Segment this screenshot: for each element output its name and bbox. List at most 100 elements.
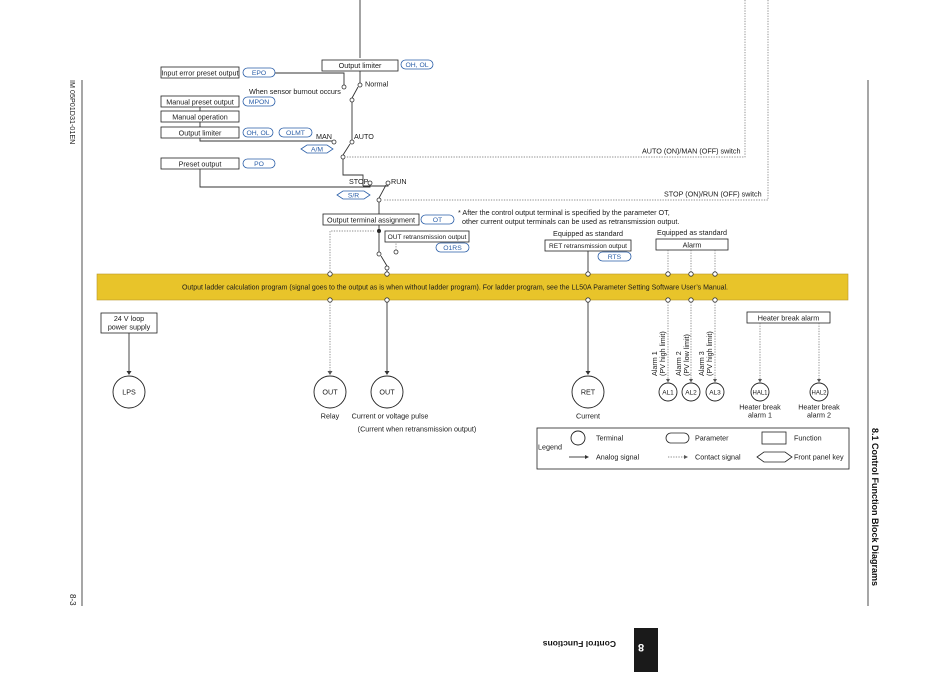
page-number: 8-3	[68, 594, 77, 606]
terminal-lps-label: LPS	[122, 388, 136, 397]
legend-function-label: Function	[794, 434, 822, 443]
terminal-al2	[681, 382, 701, 402]
output-limiter-top-label: Output limiter	[339, 61, 382, 70]
port-al1-in	[665, 271, 671, 277]
heater-break-alarm1-label-1: Heater break	[739, 403, 781, 412]
auto-man-switch-blade	[342, 143, 351, 156]
ladder-banner	[96, 273, 849, 301]
legend-parameter-symbol	[665, 432, 690, 444]
output-limiter-left-label: Output limiter	[179, 128, 222, 137]
stop-run-control-line	[384, 0, 769, 201]
document-id: IM 05P01D31-01EN	[68, 80, 77, 144]
terminal-out-current-label: OUT	[379, 388, 395, 397]
terminal-al3-label: AL3	[709, 390, 721, 397]
param-po	[242, 158, 276, 169]
loop-power-label-2: power supply	[108, 323, 151, 332]
burnout-node	[341, 84, 347, 90]
port-al2-in	[688, 271, 694, 277]
relay-signal-line	[329, 230, 375, 274]
loop-power-label-1: 24 V loop	[114, 314, 144, 323]
param-mpon	[242, 96, 276, 107]
alarm-box	[655, 238, 729, 251]
terminal-out-relay	[313, 375, 347, 409]
legend-parameter-label: Parameter	[695, 434, 729, 443]
terminal-hal2-label: HAL2	[811, 390, 827, 396]
param-olmt-label: OLMT	[286, 130, 305, 137]
heater-break-alarm1-label-2: alarm 1	[748, 411, 772, 420]
stop-run-switch-label: STOP (ON)/RUN (OFF) switch	[664, 190, 762, 199]
terminal-hal2	[809, 382, 829, 402]
stop-run-common-node	[376, 197, 382, 203]
param-oh-ol-left-label: OH, OL	[246, 130, 269, 137]
out-retransmission-box	[384, 230, 470, 243]
legend-terminal-symbol	[570, 430, 586, 446]
input-error-preset-box	[160, 66, 240, 79]
man-label: MAN	[316, 132, 332, 141]
terminal-al2-label: AL2	[685, 390, 697, 397]
current-or-voltage-label: Current or voltage pulse	[352, 412, 429, 421]
param-o1rs	[435, 242, 470, 253]
preset-to-switch-line	[199, 169, 371, 188]
port-out-in	[384, 271, 390, 277]
alarm1-label-2: (PV high limit)	[658, 331, 667, 376]
am-key-label: A/M	[311, 146, 323, 153]
alarm3-label-1: Alarm 3	[697, 351, 706, 376]
manual-operation-label: Manual operation	[172, 112, 228, 121]
manual-preset-label: Manual preset output	[166, 97, 234, 106]
heater-break-alarm2-label-1: Heater break	[798, 403, 840, 412]
param-mpon-label: MPON	[249, 99, 269, 106]
legend-contact-label: Contact signal	[695, 453, 741, 462]
alarm1-label-1: Alarm 1	[650, 351, 659, 376]
manual-to-switch-line	[199, 138, 334, 142]
terminal-out-relay-label: OUT	[322, 388, 338, 397]
legend-title: Legend	[538, 443, 562, 452]
chapter-tab-text: Control Functions	[543, 639, 616, 649]
run-label: RUN	[391, 177, 407, 186]
param-rts	[597, 251, 632, 262]
ret-current-label: Current	[576, 412, 600, 421]
man-node	[331, 139, 337, 145]
am-key[interactable]	[300, 144, 334, 154]
normal-label: Normal	[365, 80, 389, 89]
auto-man-switch-label: AUTO (ON)/MAN (OFF) switch	[642, 147, 741, 156]
param-rts-label: RTS	[608, 254, 622, 261]
burnout-in-line	[275, 72, 345, 85]
legend-function-symbol	[761, 431, 787, 445]
port-al1-out	[665, 297, 671, 303]
heater-break-alarm2-label-2: alarm 2	[807, 411, 831, 420]
sr-key[interactable]	[336, 190, 371, 200]
legend-analog-label: Analog signal	[596, 453, 640, 462]
auto-man-control-line	[346, 0, 746, 158]
param-epo-label: EPO	[252, 70, 266, 77]
chapter-tab	[634, 628, 658, 672]
hal2-arrow	[817, 379, 821, 383]
retrans-select-common-node	[384, 265, 390, 271]
burnout-switch-blade	[351, 86, 359, 99]
out-arrow	[384, 371, 390, 375]
terminal-ret	[571, 375, 605, 409]
lps-arrow	[126, 371, 132, 375]
legend-key-symbol	[756, 451, 793, 463]
chapter-title: 8.1 Control Function Block Diagrams	[870, 428, 880, 586]
legend-analog-arrow	[585, 455, 589, 459]
heater-break-alarm-box	[746, 311, 831, 324]
terminal-lps	[112, 375, 146, 409]
param-oh-ol-top	[400, 59, 434, 70]
note-line-1: * After the control output terminal is s…	[458, 208, 670, 217]
port-out-out	[384, 297, 390, 303]
stop-label: STOP	[349, 177, 369, 186]
port-al3-out	[712, 297, 718, 303]
port-ret-in	[585, 271, 591, 277]
param-ot-label: OT	[433, 217, 442, 224]
param-ot	[420, 214, 455, 225]
param-o1rs-label: O1RS	[443, 245, 462, 252]
terminal-ret-label: RET	[581, 388, 596, 397]
auto-man-out-line	[342, 159, 364, 186]
ret-retransmission-label: RET retransmission output	[549, 243, 627, 250]
relay-label: Relay	[321, 412, 340, 421]
retrans-select-node-a	[376, 251, 382, 257]
terminal-al1-label: AL1	[662, 390, 674, 397]
stop-node	[367, 180, 373, 186]
param-oh-ol-left	[242, 127, 274, 138]
port-al3-in	[712, 271, 718, 277]
